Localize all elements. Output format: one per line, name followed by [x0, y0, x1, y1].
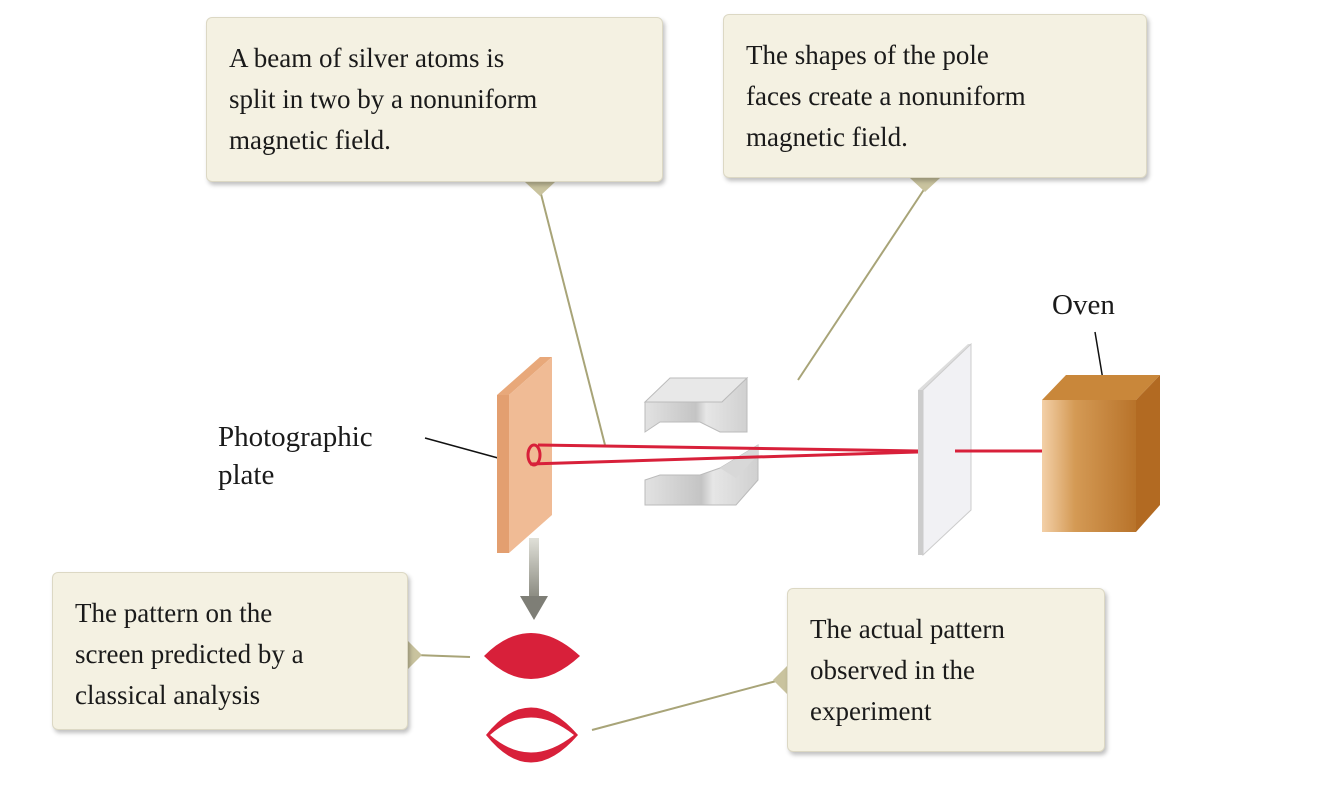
callout-text: A beam of silver atoms is	[229, 43, 505, 73]
callout-pointer	[910, 178, 940, 192]
callout-pointer	[773, 666, 787, 694]
leader-pole	[797, 187, 926, 381]
callout-text: observed in the	[810, 655, 975, 685]
leader-beam	[539, 189, 606, 446]
callout-text: experiment	[810, 696, 932, 726]
callout-text: The actual pattern	[810, 614, 1005, 644]
leader-actual	[591, 679, 781, 731]
callout-beam-split: A beam of silver atoms is split in two b…	[206, 17, 663, 182]
atom-beam	[526, 443, 1042, 467]
photographic-plate-label: Photographic plate	[218, 418, 373, 494]
actual-pattern	[486, 707, 578, 763]
callout-classical-prediction: The pattern on the screen predicted by a…	[52, 572, 408, 730]
callout-text: The pattern on the	[75, 598, 273, 628]
collimator-slit-screen	[918, 342, 972, 557]
oven-label: Oven	[1052, 289, 1115, 321]
callout-text: magnetic field.	[746, 122, 908, 152]
magnet-lower-pole	[644, 444, 759, 506]
photographic-plate	[497, 357, 552, 553]
leader-classical	[414, 654, 471, 658]
down-arrow-icon	[520, 538, 548, 620]
callout-actual-pattern: The actual pattern observed in the exper…	[787, 588, 1105, 752]
magnet-upper-pole	[643, 376, 749, 433]
callout-text: classical analysis	[75, 680, 261, 710]
callout-pointer	[408, 641, 422, 669]
callout-text: magnetic field.	[229, 125, 391, 155]
callout-text: split in two by a nonuniform	[229, 84, 538, 114]
callout-text: screen predicted by a	[75, 639, 304, 669]
classical-pattern	[484, 633, 580, 679]
leader-oven	[1094, 331, 1104, 381]
label-text: plate	[218, 459, 275, 491]
label-text: Photographic	[218, 421, 373, 453]
callout-pole-faces: The shapes of the pole faces create a no…	[723, 14, 1147, 178]
callout-pointer	[525, 182, 555, 196]
oven	[1042, 375, 1160, 532]
leader-plate	[424, 437, 499, 459]
callout-text: The shapes of the pole	[746, 40, 989, 70]
callout-text: faces create a nonuniform	[746, 81, 1026, 111]
